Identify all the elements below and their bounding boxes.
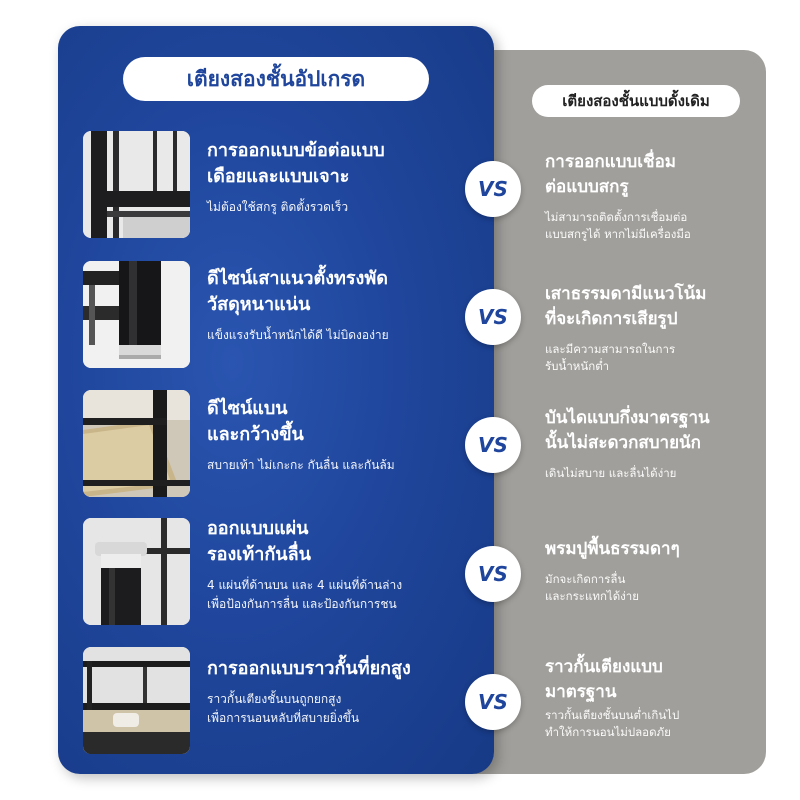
disadvantage-2: เสาธรรมดามีแนวโน้มที่จะเกิดการเสียรูป แล… [545,282,755,375]
advantage-title: ออกแบบแผ่น [207,518,309,539]
vs-badge: VS [465,417,521,473]
advantage-desc: สบายเท้า ไม่เกะกะ กันลื่น และกันล้ม [207,458,395,472]
vs-badge: VS [465,546,521,602]
disadvantage-title: ต่อแบบสกรู [545,177,629,197]
guardrail-photo [83,647,190,754]
traditional-header: เตียงสองชั้นแบบดั้งเดิม [532,85,740,117]
disadvantage-desc: ไม่สามารถติดตั้งการเชื่อมต่อ [545,210,688,224]
disadvantage-title: ราวกั้นเตียงแบบ [545,657,663,677]
disadvantage-desc: แบบสกรูได้ หากไม่มีเครื่องมือ [545,227,691,241]
advantage-title: รองเท้ากันลื่น [207,544,311,565]
disadvantage-title: ที่จะเกิดการเสียรูป [545,309,678,329]
ladder-step-photo [83,390,190,497]
advantage-5: การออกแบบราวกั้นที่ยกสูง ราวกั้นเตียงชั้… [207,656,477,728]
disadvantage-desc: มักจะเกิดการลื่น [545,572,626,586]
bed-joint-photo [83,131,190,238]
advantage-desc: เพื่อป้องกันการลื่น และป้องกันการชน [207,597,397,611]
advantage-title: ดีไซน์แบน [207,398,288,419]
disadvantage-5: ราวกั้นเตียงแบบมาตรฐาน ราวกั้นเตียงชั้นบ… [545,655,755,741]
advantage-3: ดีไซน์แบนและกว้างขึ้น สบายเท้า ไม่เกะกะ … [207,396,477,475]
disadvantage-title: นั้นไม่สะดวกสบายนัก [545,433,701,453]
disadvantage-4: พรมปูพื้นธรรมดาๆ มักจะเกิดการลื่นและกระแ… [545,537,755,605]
advantage-4: ออกแบบแผ่นรองเท้ากันลื่น 4 แผ่นที่ด้านบน… [207,516,477,614]
advantage-title: การออกแบบราวกั้นที่ยกสูง [207,658,411,679]
disadvantage-desc: และมีความสามารถในการ [545,342,676,356]
advantage-title: และกว้างขึ้น [207,424,304,445]
vs-badge: VS [465,289,521,345]
traditional-panel [470,50,766,774]
advantage-title: วัสดุหนาแน่น [207,294,311,315]
advantage-title: ดีไซน์เสาแนวตั้งทรงพัด [207,268,388,289]
advantage-desc: ราวกั้นเตียงชั้นบนถูกยกสูง [207,692,342,706]
disadvantage-1: การออกแบบเชื่อมต่อแบบสกรู ไม่สามารถติดตั… [545,150,755,243]
disadvantage-desc: ทำให้การนอนไม่ปลอดภัย [545,725,671,739]
disadvantage-title: มาตรฐาน [545,682,617,702]
disadvantage-title: เสาธรรมดามีแนวโน้ม [545,284,707,304]
vs-badge: VS [465,161,521,217]
post-foot-photo [83,261,190,368]
disadvantage-3: บันไดแบบกึ่งมาตรฐานนั้นไม่สะดวกสบายนัก เ… [545,406,755,482]
disadvantage-title: การออกแบบเชื่อม [545,152,676,172]
disadvantage-desc: และกระแทกได้ง่าย [545,589,639,603]
advantage-desc: 4 แผ่นที่ด้านบน และ 4 แผ่นที่ด้านล่าง [207,578,403,592]
vs-badge: VS [465,674,521,730]
advantage-title: การออกแบบข้อต่อแบบ [207,140,385,161]
advantage-title: เดือยและแบบเจาะ [207,166,350,187]
disadvantage-desc: ราวกั้นเตียงชั้นบนต่ำเกินไป [545,708,680,722]
advantage-1: การออกแบบข้อต่อแบบเดือยและแบบเจาะ ไม่ต้อ… [207,138,477,217]
foot-pad-photo [83,518,190,625]
disadvantage-title: พรมปูพื้นธรรมดาๆ [545,539,680,559]
advantage-desc: ไม่ต้องใช้สกรู ติดตั้งรวดเร็ว [207,200,349,214]
upgrade-header: เตียงสองชั้นอัปเกรด [123,57,429,101]
disadvantage-desc: รับน้ำหนักต่ำ [545,359,610,373]
advantage-desc: เพื่อการนอนหลับที่สบายยิ่งขึ้น [207,711,360,725]
disadvantage-title: บันไดแบบกึ่งมาตรฐาน [545,408,710,428]
disadvantage-desc: เดินไม่สบาย และลื่นได้ง่าย [545,466,677,480]
advantage-desc: แข็งแรงรับน้ำหนักได้ดี ไม่บิดงอง่าย [207,328,389,342]
advantage-2: ดีไซน์เสาแนวตั้งทรงพัดวัสดุหนาแน่น แข็งแ… [207,266,477,345]
